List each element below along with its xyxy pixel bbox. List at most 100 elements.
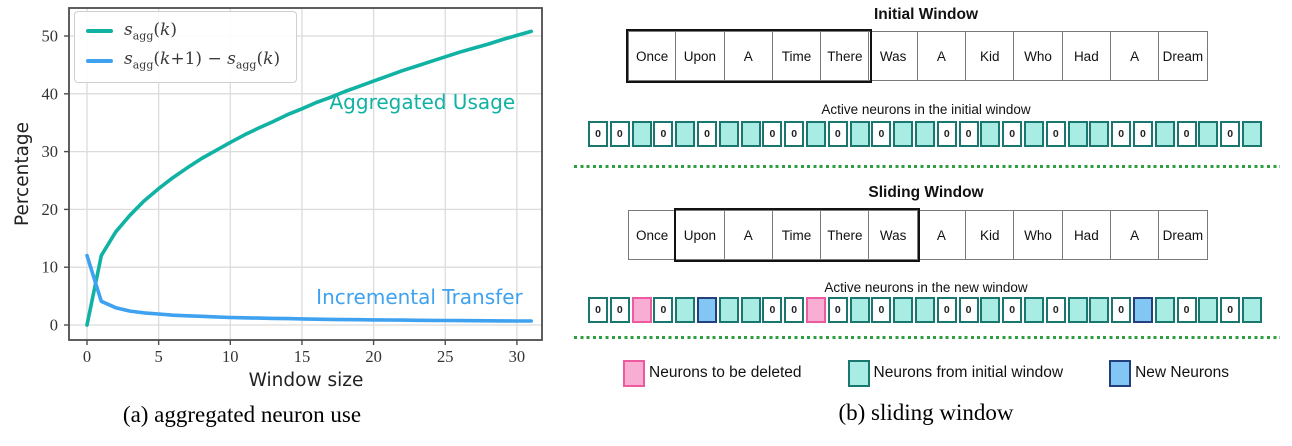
word-cell: A xyxy=(917,31,967,81)
neuron-legend-item: Neurons from initial window xyxy=(847,359,1064,387)
neuron-cell-zero: 0 xyxy=(609,297,630,323)
neuron-cell-initial xyxy=(718,297,739,323)
chart-gridlines xyxy=(69,8,542,340)
svg-text:20: 20 xyxy=(42,200,59,219)
neuron-cell-zero: 0 xyxy=(1220,121,1241,147)
neuron-cell-zero: 0 xyxy=(936,297,957,323)
caption-a: (a) aggregated neuron use xyxy=(122,402,362,427)
svg-text:30: 30 xyxy=(509,347,526,366)
word-cell: A xyxy=(724,31,773,81)
green-dotted-divider xyxy=(574,165,1280,168)
neuron-cell-initial xyxy=(675,297,696,323)
neuron-cell-zero: 0 xyxy=(762,297,783,323)
neuron-cell-zero: 0 xyxy=(1111,121,1132,147)
neuron-cell-initial xyxy=(1023,297,1044,323)
series-aggregated-line xyxy=(85,29,533,327)
neuron-cell-initial xyxy=(1089,297,1110,323)
word-cell: Kid xyxy=(966,31,1015,81)
neuron-cell-initial xyxy=(980,297,1001,323)
neuron-cell-initial xyxy=(631,121,652,147)
neuron-cell-initial xyxy=(1154,297,1175,323)
chart-legend: sagg(k) sagg(k+1) − sagg(k) xyxy=(74,11,298,83)
neuron-cell-zero: 0 xyxy=(958,297,979,323)
initial-neurons-caption: Active neurons in the initial window xyxy=(821,102,1031,117)
neuron-cell-zero: 0 xyxy=(762,121,783,147)
neuron-cell-initial xyxy=(1198,297,1219,323)
neuron-cell-zero: 0 xyxy=(936,121,957,147)
neuron-cell-zero: 0 xyxy=(1045,297,1066,323)
neuron-cell-zero: 0 xyxy=(1132,121,1153,147)
neuron-cell-initial xyxy=(980,121,1001,147)
legend-swatch-initial xyxy=(847,359,870,387)
neuron-cell-initial xyxy=(1067,297,1088,323)
word-cell: Upon xyxy=(676,31,725,81)
word-cell: A xyxy=(917,210,967,260)
word-cell: Kid xyxy=(966,210,1015,260)
neuron-cell-initial xyxy=(1241,297,1262,323)
new-neurons-caption: Active neurons in the new window xyxy=(824,280,1028,295)
neuron-cell-zero: 0 xyxy=(588,121,608,147)
word-cell: Was xyxy=(869,31,918,81)
neuron-cell-zero: 0 xyxy=(609,121,630,147)
annotation-aggregated-usage: Aggregated Usage xyxy=(329,89,516,114)
svg-text:30: 30 xyxy=(42,142,59,161)
y-axis-label: Percentage xyxy=(12,122,33,226)
neuron-cell-initial xyxy=(675,121,696,147)
neuron-cell-zero: 0 xyxy=(1220,297,1241,323)
svg-text:15: 15 xyxy=(294,347,311,366)
initial-window-title: Initial Window xyxy=(873,6,979,23)
word-cell: There xyxy=(821,31,870,81)
plot-border xyxy=(68,7,543,341)
neuron-cell-initial xyxy=(1154,121,1175,147)
neuron-cell-deleted xyxy=(631,297,652,323)
word-cell: Was xyxy=(869,210,918,260)
svg-text:20: 20 xyxy=(365,347,382,366)
legend-swatch-deleted xyxy=(623,359,646,387)
neuron-cell-zero: 0 xyxy=(1002,121,1023,147)
svg-text:40: 40 xyxy=(42,84,59,103)
neuron-cell-initial xyxy=(1067,121,1088,147)
neuron-cell-zero: 0 xyxy=(1111,297,1132,323)
green-dotted-divider xyxy=(574,336,1280,339)
chart-legend-item: sagg(k) xyxy=(86,20,280,42)
neuron-cell-initial xyxy=(914,121,935,147)
svg-text:10: 10 xyxy=(222,347,239,366)
word-cell: Who xyxy=(1014,31,1063,81)
legend-line-sample xyxy=(86,29,113,34)
neuron-cell-zero: 0 xyxy=(871,297,892,323)
neuron-legend-label: Neurons to be deleted xyxy=(649,364,802,381)
neuron-cell-initial xyxy=(805,121,826,147)
neuron-cell-deleted xyxy=(805,297,826,323)
legend-math-label: sagg(k+1) − sagg(k) xyxy=(124,49,281,72)
neuron-cell-initial xyxy=(914,297,935,323)
word-cell: Dream xyxy=(1159,31,1208,81)
legend-math-label: sagg(k) xyxy=(124,20,177,43)
neuron-cell-zero: 0 xyxy=(696,121,717,147)
svg-text:0: 0 xyxy=(83,347,91,366)
neuron-cell-initial xyxy=(740,121,761,147)
neuron-cell-initial xyxy=(849,297,870,323)
neuron-cell-initial xyxy=(849,121,870,147)
svg-text:50: 50 xyxy=(42,27,59,46)
neuron-cell-initial xyxy=(718,121,739,147)
neuron-legend-item: Neurons to be deleted xyxy=(623,359,802,387)
word-cell: Had xyxy=(1062,210,1111,260)
word-cell: Time xyxy=(772,210,822,260)
neuron-cell-new xyxy=(696,297,717,323)
x-axis-label: Window size xyxy=(249,370,364,391)
neuron-cell-zero: 0 xyxy=(588,297,608,323)
neuron-cell-zero: 0 xyxy=(1002,297,1023,323)
neuron-legend: Neurons to be deleted Neurons from initia… xyxy=(560,358,1292,388)
neuron-legend-label: Neurons from initial window xyxy=(873,364,1064,381)
word-cell: Who xyxy=(1014,210,1063,260)
word-cell: A xyxy=(1110,31,1160,81)
chart-legend-item: sagg(k+1) − sagg(k) xyxy=(86,49,281,72)
neuron-cell-initial xyxy=(1198,121,1219,147)
